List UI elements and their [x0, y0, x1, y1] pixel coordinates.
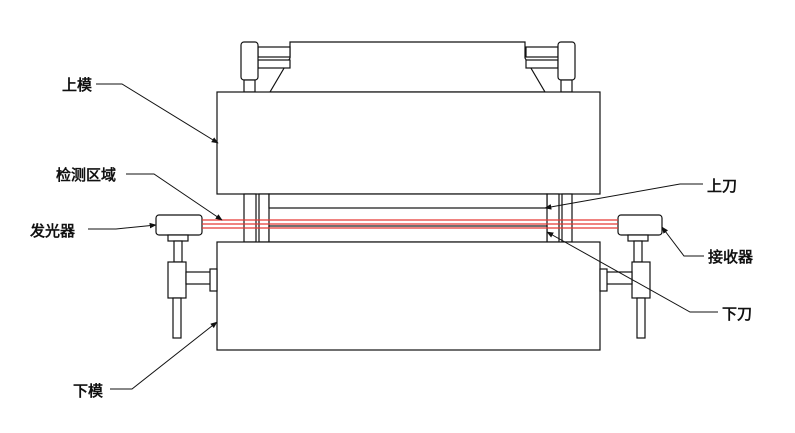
- leader-emitter: [88, 222, 157, 230]
- label-upper-blade: 上刀: [707, 177, 737, 195]
- upper-ram-cap: [268, 41, 547, 93]
- emitter-unit: [155, 214, 218, 339]
- label-receiver: 接收器: [708, 248, 754, 266]
- receiver-unit: [599, 214, 663, 339]
- upper-blade: [268, 193, 548, 209]
- leader-upper-die: [96, 83, 219, 144]
- right-cylinder: [525, 41, 576, 93]
- leader-lower-blade: [546, 231, 718, 313]
- leader-upper-blade: [544, 183, 703, 210]
- label-lower-blade: 下刀: [722, 305, 752, 323]
- label-upper-die: 上模: [62, 76, 93, 94]
- label-emitter: 发光器: [29, 222, 76, 240]
- leader-lower-die: [110, 321, 218, 390]
- leader-receiver: [661, 226, 704, 257]
- lower-die-body: [216, 241, 601, 351]
- leader-detection-zone: [126, 173, 223, 221]
- label-lower-die: 下模: [73, 382, 104, 400]
- label-detection-zone: 检测区域: [56, 166, 116, 184]
- upper-die-body: [216, 91, 601, 195]
- left-cylinder: [240, 41, 291, 93]
- detection-beams: [202, 219, 618, 229]
